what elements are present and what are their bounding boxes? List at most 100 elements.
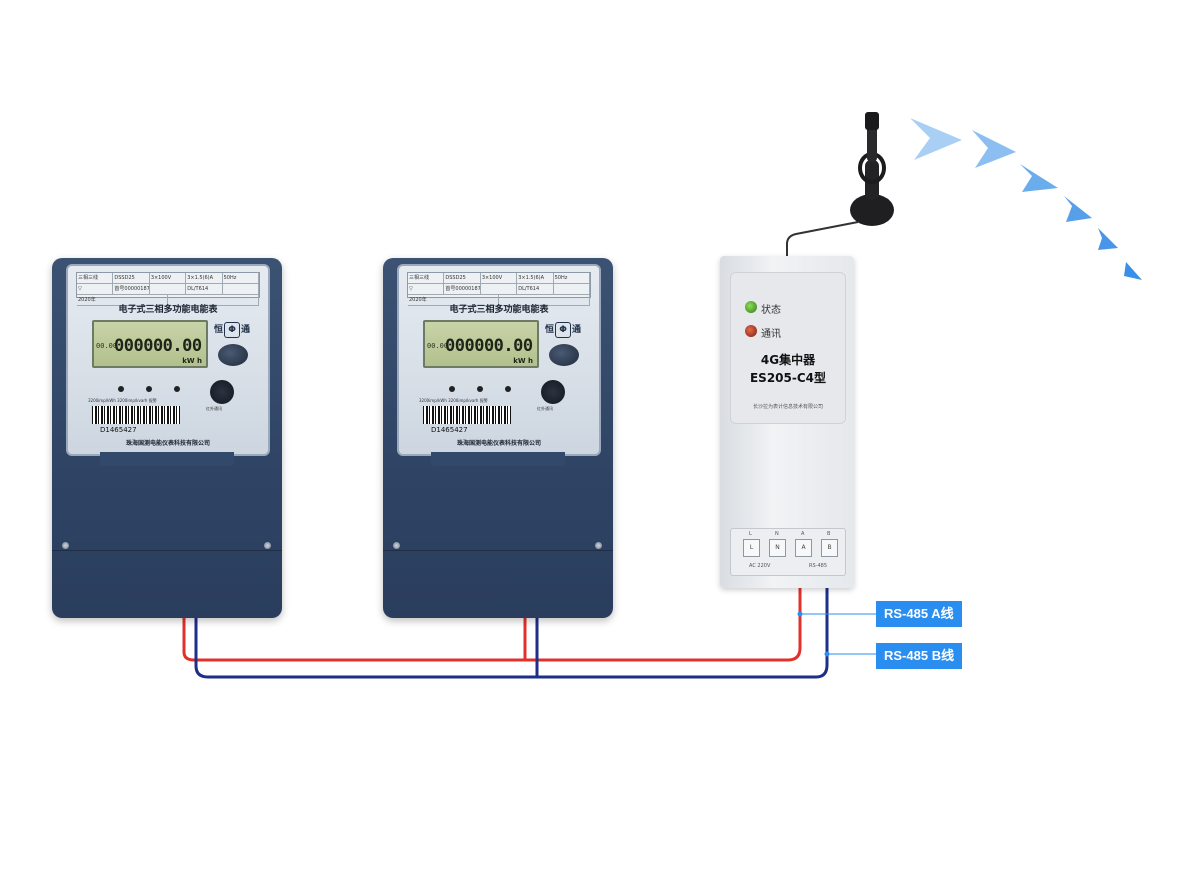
- nameplate-cell: DSSD25: [444, 273, 481, 284]
- barcode-text: D1465427: [100, 426, 137, 434]
- concentrator-model: ES205-C4型: [749, 371, 827, 385]
- concentrator-terminal-block: L N A B L N A B AC 220V RS-485: [730, 528, 846, 576]
- comm-led-icon: [745, 325, 757, 337]
- signal-arrow: [1020, 164, 1058, 192]
- lcd-prefix: 00.00: [96, 342, 118, 350]
- rs485-a-label: RS-485 A线: [876, 601, 962, 627]
- rs485-a-wire: [182, 588, 802, 662]
- nameplate-cell: 2020年: [77, 295, 168, 306]
- meter-lcd: 00.00 000000.00 kW h: [92, 320, 208, 368]
- signal-arrow: [972, 130, 1016, 168]
- alarm-led-icon: [174, 386, 180, 392]
- nameplate-cell: 首号00000187: [113, 284, 150, 295]
- terminal-top-label: A: [801, 531, 805, 537]
- nameplate-cell: 3×100V: [480, 273, 518, 284]
- meter-button: [549, 344, 579, 366]
- brand-char: 通: [572, 325, 582, 335]
- nameplate-cell: 首号00000187: [444, 284, 481, 295]
- brand-mark: Φ: [555, 322, 572, 338]
- concentrator-front-panel: 状态 通讯 4G集中器 ES205-C4型 长沙拉为表计信息技术有限公司: [730, 272, 846, 424]
- pulse-led-icon: [146, 386, 152, 392]
- indicator-labels: 3200imp/kWh 3200imp/kvarh 报警: [419, 398, 488, 403]
- status-led-label: 状态: [761, 305, 781, 316]
- nameplate-cell: ▽: [408, 284, 445, 295]
- infrared-label: 红外通讯: [537, 406, 553, 411]
- terminal-cover-notch: [431, 452, 565, 466]
- terminal-top-label: B: [827, 531, 831, 537]
- lcd-unit: kW h: [513, 357, 533, 365]
- infrared-port-icon: [210, 380, 234, 404]
- terminal-cover-edge: [52, 550, 282, 551]
- antenna-icon: [850, 112, 894, 226]
- 4g-concentrator: 状态 通讯 4G集中器 ES205-C4型 长沙拉为表计信息技术有限公司 L N…: [720, 256, 854, 588]
- nameplate-cell: 三相三线: [77, 273, 114, 284]
- terminal-cover-notch: [100, 452, 234, 466]
- status-led-icon: [745, 301, 757, 313]
- indicator-labels: 3200imp/kWh 3200imp/kvarh 报警: [88, 398, 157, 403]
- leader-dot-a: [797, 611, 803, 617]
- terminal-top-label: N: [775, 531, 779, 537]
- infrared-port-icon: [541, 380, 565, 404]
- lcd-unit: kW h: [182, 357, 202, 365]
- nameplate-cell: DSSD25: [113, 273, 150, 284]
- nameplate-cell: 3×1.5(6)A: [186, 273, 223, 284]
- nameplate-cell: [553, 284, 591, 295]
- nameplate-cell: DL/T614: [186, 284, 223, 295]
- meter-maker: 珠海国测电能仪表科技有限公司: [456, 440, 541, 447]
- pulse-led-icon: [118, 386, 124, 392]
- nameplate-cell: [149, 284, 187, 295]
- alarm-led-icon: [505, 386, 511, 392]
- meter-cover: 三相三线 DSSD25 3×100V 3×1.5(6)A 50Hz ▽ 首号00…: [397, 264, 601, 456]
- nameplate-cell: 三相三线: [408, 273, 445, 284]
- nameplate-cell: [168, 295, 259, 306]
- nameplate-cell: 2020年: [408, 295, 499, 306]
- meter-title: 电子式三相多功能电能表: [118, 305, 218, 315]
- barcode: [423, 406, 511, 424]
- screw-icon: [393, 542, 400, 549]
- nameplate-cell: [480, 284, 518, 295]
- lcd-value: 000000.00: [445, 336, 533, 356]
- terminal-l: L: [743, 539, 760, 557]
- leader-dot-b: [824, 651, 830, 657]
- infrared-label: 红外通讯: [206, 406, 222, 411]
- signal-arrow: [1124, 262, 1142, 280]
- lcd-value: 000000.00: [114, 336, 202, 356]
- nameplate-cell: DL/T614: [517, 284, 554, 295]
- signal-arrow: [910, 118, 962, 160]
- terminal-rs485-label: RS-485: [809, 563, 827, 569]
- signal-waves: [910, 118, 1142, 280]
- meter-button: [218, 344, 248, 366]
- concentrator-maker: 长沙拉为表计信息技术有限公司: [752, 404, 823, 410]
- terminal-n: N: [769, 539, 786, 557]
- signal-arrow: [1064, 196, 1092, 222]
- signal-arrow: [1098, 228, 1118, 250]
- terminal-top-label: L: [749, 531, 752, 537]
- brand-char: 恒: [545, 325, 555, 335]
- nameplate-cell: 50Hz: [222, 273, 260, 284]
- brand-char: 恒: [214, 325, 224, 335]
- meter-nameplate: 三相三线 DSSD25 3×100V 3×1.5(6)A 50Hz ▽ 首号00…: [76, 272, 260, 306]
- screw-icon: [62, 542, 69, 549]
- terminal-a: A: [795, 539, 812, 557]
- pulse-led-icon: [449, 386, 455, 392]
- rs485-b-wire: [194, 588, 829, 679]
- brand-mark: Φ: [224, 322, 241, 338]
- terminal-cover-edge: [383, 550, 613, 551]
- comm-led-label: 通讯: [761, 329, 781, 340]
- nameplate-cell: 3×1.5(6)A: [517, 273, 554, 284]
- meter-title: 电子式三相多功能电能表: [449, 305, 549, 315]
- terminal-b: B: [821, 539, 838, 557]
- nameplate-cell: 50Hz: [553, 273, 591, 284]
- nameplate-cell: 3×100V: [149, 273, 187, 284]
- antenna-cable: [786, 221, 859, 258]
- terminal-power-label: AC 220V: [749, 563, 771, 569]
- pulse-led-icon: [477, 386, 483, 392]
- screw-icon: [595, 542, 602, 549]
- lcd-prefix: 00.00: [427, 342, 449, 350]
- brand-char: 通: [241, 325, 251, 335]
- barcode: [92, 406, 180, 424]
- screw-icon: [264, 542, 271, 549]
